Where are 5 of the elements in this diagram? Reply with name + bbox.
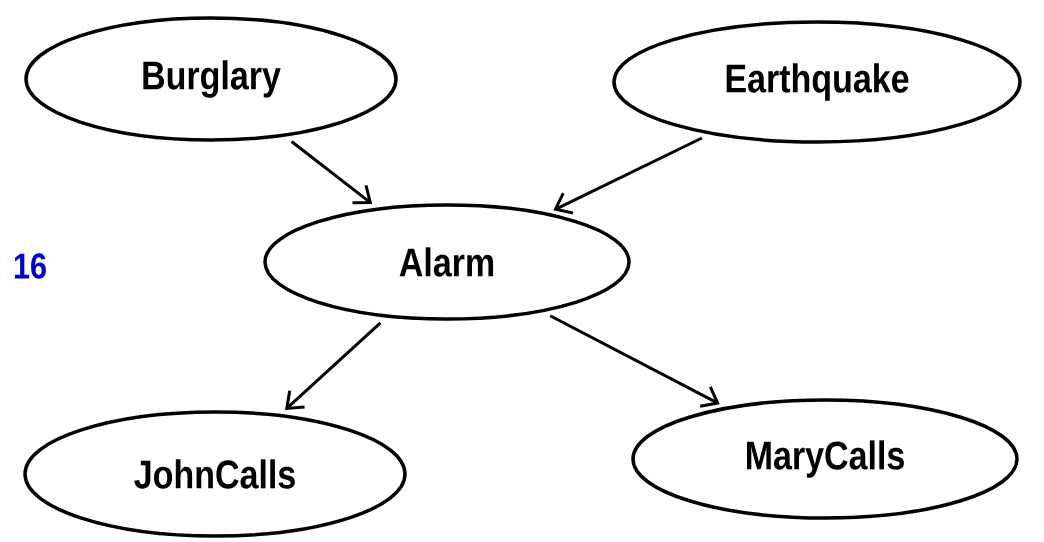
arrow [285, 321, 382, 411]
page-number: 16 [14, 253, 46, 279]
arrow [290, 140, 373, 205]
arrow [553, 136, 703, 215]
arrow [549, 314, 720, 408]
